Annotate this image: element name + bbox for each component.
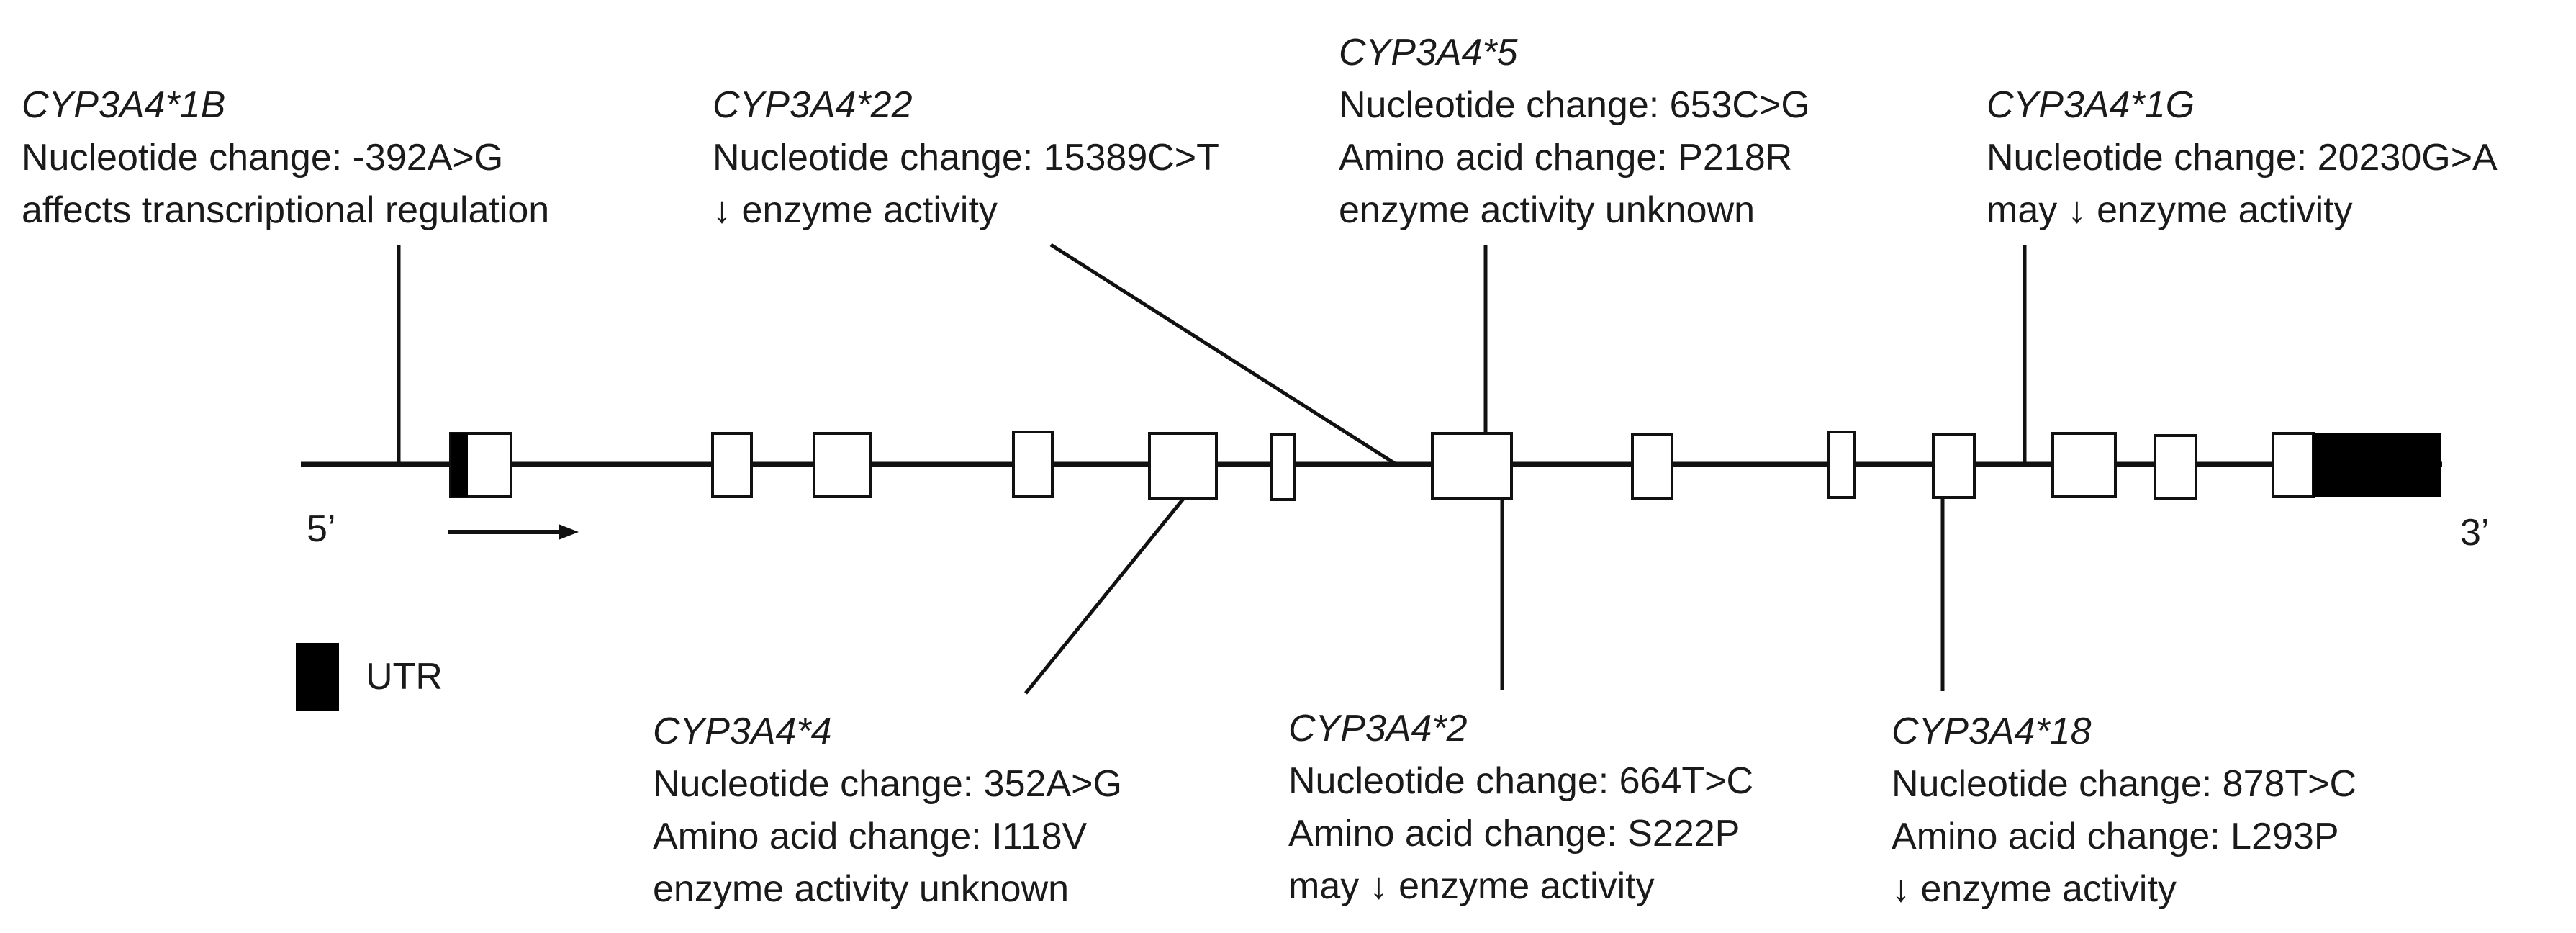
variant-detail-line: ↓ enzyme activity (713, 189, 998, 231)
variant-name: CYP3A4*22 (713, 84, 913, 126)
leader-line-cyp3a4-4 (1024, 497, 1185, 695)
three-prime-label: 3’ (2460, 512, 2490, 554)
exon-7 (1431, 432, 1513, 500)
five-prime-label: 5’ (307, 508, 336, 550)
exon-5 (1148, 432, 1218, 500)
variant-detail-line: may ↓ enzyme activity (1987, 189, 2353, 231)
variant-detail-line: Nucleotide change: -392A>G (22, 137, 504, 179)
variant-name: CYP3A4*4 (653, 711, 832, 752)
exon-11 (2051, 432, 2117, 498)
variant-callout-cyp3a4-1b: CYP3A4*1B Nucleotide change: -392A>G aff… (22, 79, 549, 237)
variant-callout-cyp3a4-22: CYP3A4*22 Nucleotide change: 15389C>T ↓ … (713, 79, 1219, 237)
variant-name: CYP3A4*1B (22, 84, 226, 126)
variant-callout-cyp3a4-4: CYP3A4*4 Nucleotide change: 352A>G Amino… (653, 706, 1122, 916)
utr-legend-label: UTR (366, 656, 443, 698)
variant-name: CYP3A4*18 (1892, 711, 2092, 752)
exon-9 (1827, 431, 1856, 499)
exon-6 (1270, 433, 1296, 501)
variant-detail-line: Nucleotide change: 653C>G (1339, 84, 1810, 126)
exon-3 (813, 432, 872, 498)
exon-group (449, 431, 2315, 501)
exon-10 (1932, 433, 1976, 499)
utr-3-prime-block (2313, 433, 2441, 497)
variant-detail-line: Amino acid change: P218R (1339, 137, 1793, 179)
transcription-arrowhead (559, 524, 579, 540)
exon-12 (2154, 434, 2197, 500)
variant-detail-line: ↓ enzyme activity (1892, 868, 2177, 910)
exon-8 (1631, 433, 1673, 500)
variant-detail-line: Nucleotide change: 878T>C (1892, 763, 2357, 805)
variant-detail-line: Amino acid change: I118V (653, 816, 1088, 857)
variant-detail-line: enzyme activity unknown (1339, 189, 1755, 231)
variant-name: CYP3A4*1G (1987, 84, 2195, 126)
utr-legend-swatch (296, 643, 339, 711)
variant-callout-cyp3a4-18: CYP3A4*18 Nucleotide change: 878T>C Amin… (1892, 706, 2356, 916)
variant-detail-line: Nucleotide change: 664T>C (1288, 760, 1754, 802)
variant-callout-cyp3a4-2: CYP3A4*2 Nucleotide change: 664T>C Amino… (1288, 703, 1753, 913)
leader-line-cyp3a4-22 (1049, 243, 1398, 466)
variant-detail-line: may ↓ enzyme activity (1288, 865, 1655, 907)
variant-name: CYP3A4*5 (1339, 32, 1518, 73)
variant-detail-line: affects transcriptional regulation (22, 189, 550, 231)
variant-detail-line: Amino acid change: S222P (1288, 813, 1740, 855)
variant-detail-line: Amino acid change: L293P (1892, 816, 2339, 857)
variant-detail-line: Nucleotide change: 20230G>A (1987, 137, 2498, 179)
variant-name: CYP3A4*2 (1288, 708, 1468, 749)
exon-4 (1012, 431, 1054, 498)
utr-5-prime-block (451, 433, 468, 497)
variant-callout-cyp3a4-5: CYP3A4*5 Nucleotide change: 653C>G Amino… (1339, 27, 1810, 237)
variant-callout-cyp3a4-1g: CYP3A4*1G Nucleotide change: 20230G>A ma… (1987, 79, 2498, 237)
variant-detail-line: enzyme activity unknown (653, 868, 1070, 910)
exon-2 (711, 432, 753, 498)
variant-detail-line: Nucleotide change: 15389C>T (713, 137, 1219, 179)
exon-13 (2272, 432, 2315, 498)
variant-detail-line: Nucleotide change: 352A>G (653, 763, 1122, 805)
